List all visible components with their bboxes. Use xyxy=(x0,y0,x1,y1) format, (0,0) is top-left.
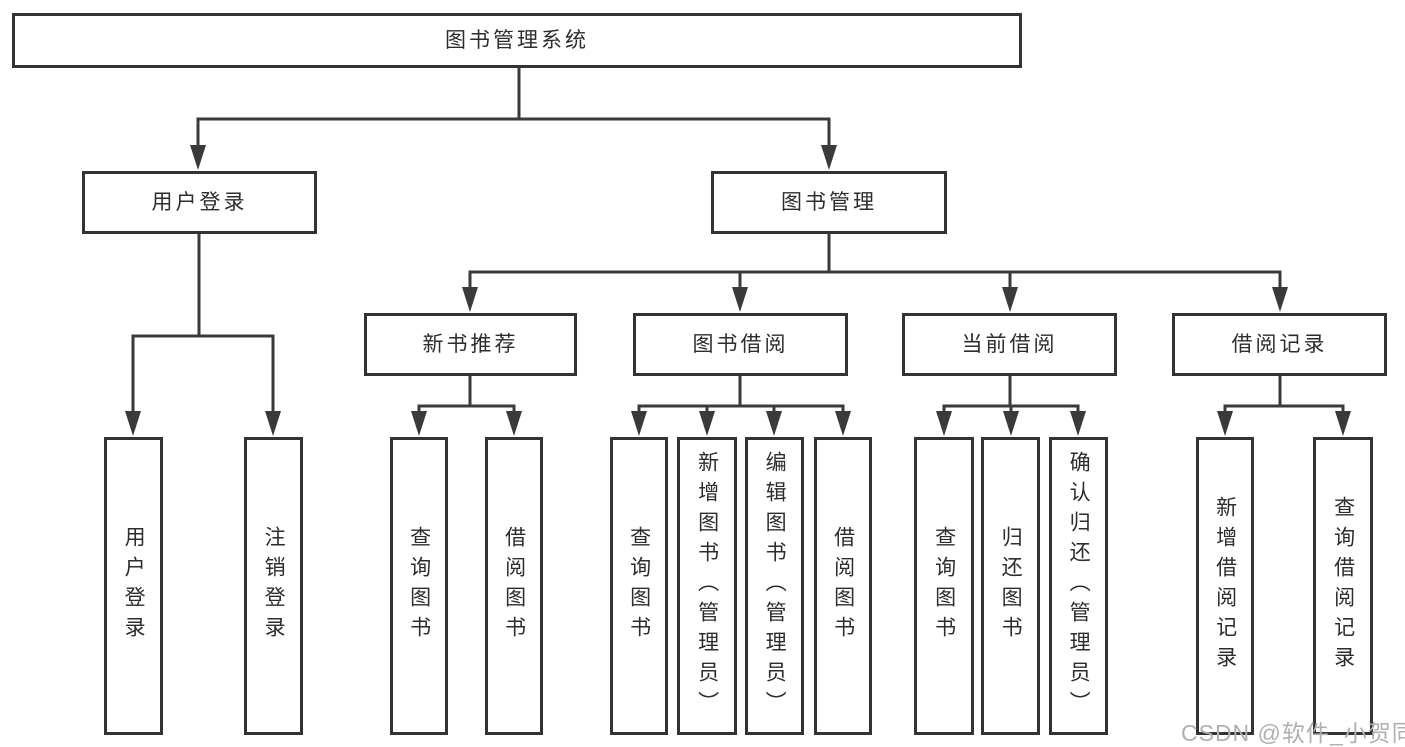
arrow-down-icon xyxy=(1272,287,1288,312)
connector-user-login-to-leaves xyxy=(125,231,281,436)
leaf-cb-return-books: 归还图书 xyxy=(981,437,1040,735)
arrow-down-icon xyxy=(1002,287,1018,312)
arrow-down-icon xyxy=(506,411,522,436)
arrow-down-icon xyxy=(1335,411,1351,436)
node-user-login: 用户登录 xyxy=(82,171,317,234)
leaf-cb-confirm-return-admin: 确认归还（管理员） xyxy=(1049,437,1108,735)
node-root-library-management-system: 图书管理系统 xyxy=(12,13,1022,68)
arrow-down-icon xyxy=(766,411,782,436)
connector-borrow-records-to-leaves xyxy=(1217,373,1351,436)
arrow-down-icon xyxy=(835,411,851,436)
arrow-down-icon xyxy=(631,411,647,436)
connector-book-management-to-level2 xyxy=(462,231,1288,312)
arrow-down-icon xyxy=(190,145,206,170)
arrow-down-icon xyxy=(265,411,281,436)
node-new-book-recommend: 新书推荐 xyxy=(364,313,577,376)
leaf-bb-add-books-admin: 新增图书（管理员） xyxy=(677,437,737,735)
node-borrow-records: 借阅记录 xyxy=(1172,313,1387,376)
arrow-down-icon xyxy=(699,411,715,436)
leaf-bb-edit-books-admin: 编辑图书（管理员） xyxy=(745,437,804,735)
leaf-nbr-borrow-books: 借阅图书 xyxy=(485,437,543,735)
leaf-br-query-borrow-record: 查询借阅记录 xyxy=(1313,437,1373,735)
arrow-down-icon xyxy=(732,287,748,312)
leaf-nbr-query-books: 查询图书 xyxy=(390,437,448,735)
leaf-bb-borrow-books: 借阅图书 xyxy=(814,437,872,735)
csdn-watermark: CSDN @软件_小贺同学 xyxy=(1181,720,1405,746)
arrow-down-icon xyxy=(1070,411,1086,436)
leaf-cb-query-books: 查询图书 xyxy=(914,437,974,735)
arrow-down-icon xyxy=(1217,411,1233,436)
connector-book-borrow-to-leaves xyxy=(631,373,851,436)
arrow-down-icon xyxy=(1003,411,1019,436)
arrow-down-icon xyxy=(125,411,141,436)
connector-new-book-recommend-to-leaves xyxy=(411,373,522,436)
connector-root-to-level1 xyxy=(190,65,837,170)
arrow-down-icon xyxy=(821,145,837,170)
node-book-management: 图书管理 xyxy=(711,171,947,234)
node-book-borrow: 图书借阅 xyxy=(633,313,848,376)
leaf-bb-query-books: 查询图书 xyxy=(610,437,668,735)
arrow-down-icon xyxy=(411,411,427,436)
node-current-borrow: 当前借阅 xyxy=(902,313,1117,376)
leaf-br-add-borrow-record: 新增借阅记录 xyxy=(1196,437,1254,735)
arrow-down-icon xyxy=(462,287,478,312)
connector-current-borrow-to-leaves xyxy=(936,373,1086,436)
leaf-logout: 注销登录 xyxy=(244,437,303,735)
leaf-user-login: 用户登录 xyxy=(104,437,163,735)
arrow-down-icon xyxy=(936,411,952,436)
